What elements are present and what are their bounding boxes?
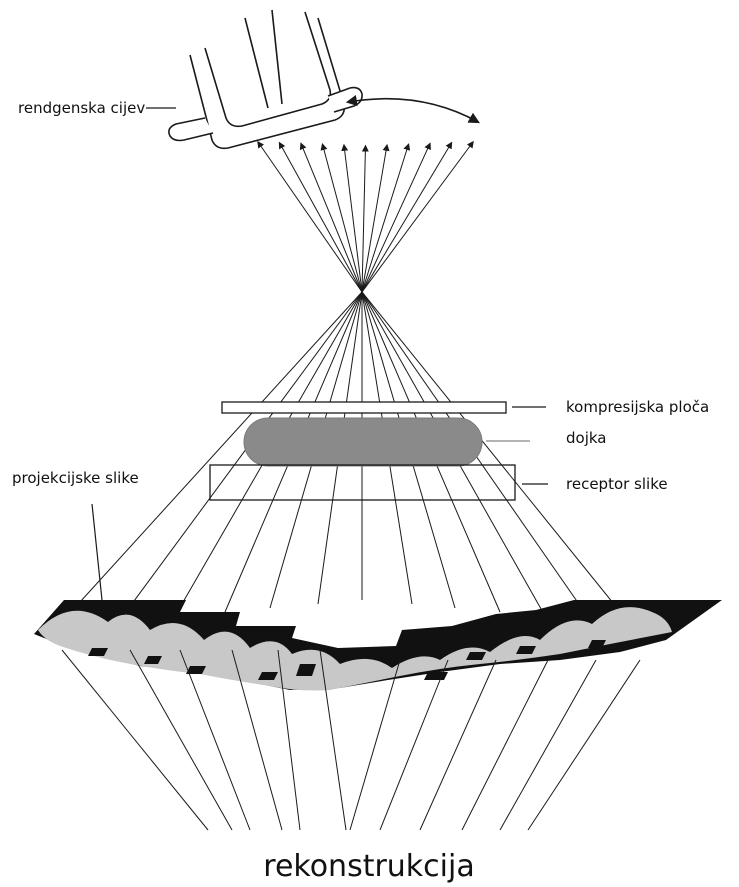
reconstruction-ray <box>419 659 497 831</box>
reconstruction-ray <box>231 649 283 831</box>
compression-plate <box>221 401 507 414</box>
reconstruction-ray <box>527 659 641 831</box>
reconstruction-ray <box>61 649 209 831</box>
reconstruction-ray <box>461 659 549 831</box>
reconstruction-ray <box>277 649 301 831</box>
reconstruction-ray <box>349 659 401 831</box>
reconstruction-ray <box>499 659 597 831</box>
beam-ray-up <box>320 143 363 293</box>
compression-plate-label: kompresijska ploča <box>566 398 709 416</box>
projection-leader <box>91 503 103 601</box>
beam-ray-up <box>361 141 453 293</box>
beam-ray-down <box>59 291 363 625</box>
xray-tube <box>168 9 363 150</box>
beam-ray-up <box>278 141 363 293</box>
beam-ray-up <box>361 143 390 293</box>
reconstruction-ray <box>319 649 347 831</box>
tube-label: rendgenska cijev <box>18 99 145 117</box>
beam-ray-up <box>361 143 411 293</box>
reconstruction-ray <box>129 649 233 831</box>
beam-ray-up <box>361 142 431 293</box>
breast-shape <box>243 417 483 467</box>
reconstruction-lines <box>61 649 641 831</box>
projection-dark-notches <box>88 640 606 680</box>
upper-beam-fan <box>257 140 474 293</box>
projection-images-label: projekcijske slike <box>12 469 139 487</box>
image-receptor <box>209 464 516 501</box>
reconstruction-label: rekonstrukcija <box>263 849 474 884</box>
beam-ray-up <box>361 140 474 293</box>
reconstruction-ray <box>379 659 449 831</box>
beam-ray-up <box>299 142 363 293</box>
beam-ray-down <box>361 291 631 625</box>
rotation-arrow <box>345 95 480 124</box>
receptor-label: receptor slike <box>566 475 668 493</box>
reconstruction-ray <box>179 649 251 831</box>
beam-ray-down <box>119 291 363 621</box>
breast-label: dojka <box>566 429 606 447</box>
beam-ray-up <box>341 143 363 293</box>
projection-images <box>34 600 722 691</box>
beam-ray-up <box>257 140 363 293</box>
beam-ray-up <box>361 144 369 293</box>
